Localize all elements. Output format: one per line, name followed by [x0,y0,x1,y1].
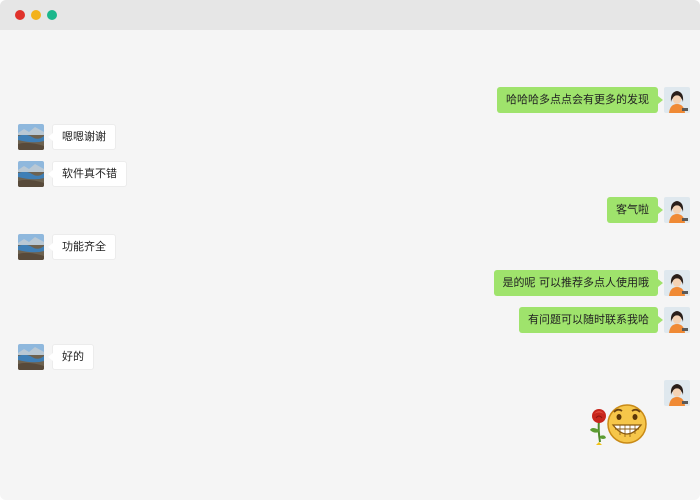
contact-avatar[interactable] [18,234,44,260]
self-avatar[interactable] [664,87,690,113]
self-avatar[interactable] [664,380,690,406]
message-bubble[interactable]: 客气啦 [607,197,663,223]
landscape-avatar [18,344,44,370]
title-bar [0,0,700,30]
message-bubble[interactable]: 哈哈哈多点点会有更多的发现 [497,87,663,113]
message-list[interactable]: 哈哈哈多点点会有更多的发现 [0,30,700,500]
message-bubble[interactable]: 好的 [48,344,94,370]
self-avatar[interactable] [664,270,690,296]
message-bubble[interactable]: 嗯嗯谢谢 [48,124,116,150]
close-icon[interactable] [15,10,25,20]
maximize-icon[interactable] [47,10,57,20]
self-avatar[interactable] [664,197,690,223]
woman-avatar [664,307,690,333]
self-avatar[interactable] [664,307,690,333]
landscape-avatar [18,161,44,187]
woman-avatar [664,87,690,113]
woman-avatar [664,380,690,406]
message-bubble[interactable]: 有问题可以随时联系我哈 [519,307,663,333]
message-bubble[interactable]: 功能齐全 [48,234,116,260]
message-bubble[interactable]: 是的呢 可以推荐多点人使用哦 [493,270,663,296]
contact-avatar[interactable] [18,161,44,187]
contact-avatar[interactable] [18,124,44,150]
contact-avatar[interactable] [18,344,44,370]
minimize-icon[interactable] [31,10,41,20]
landscape-avatar [18,124,44,150]
sticker-message[interactable] [588,398,650,446]
landscape-avatar [18,234,44,260]
rose-icon [590,409,606,445]
grinning-face-icon [607,404,647,444]
woman-avatar [664,270,690,296]
message-bubble[interactable]: 软件真不错 [48,161,127,187]
woman-avatar [664,197,690,223]
